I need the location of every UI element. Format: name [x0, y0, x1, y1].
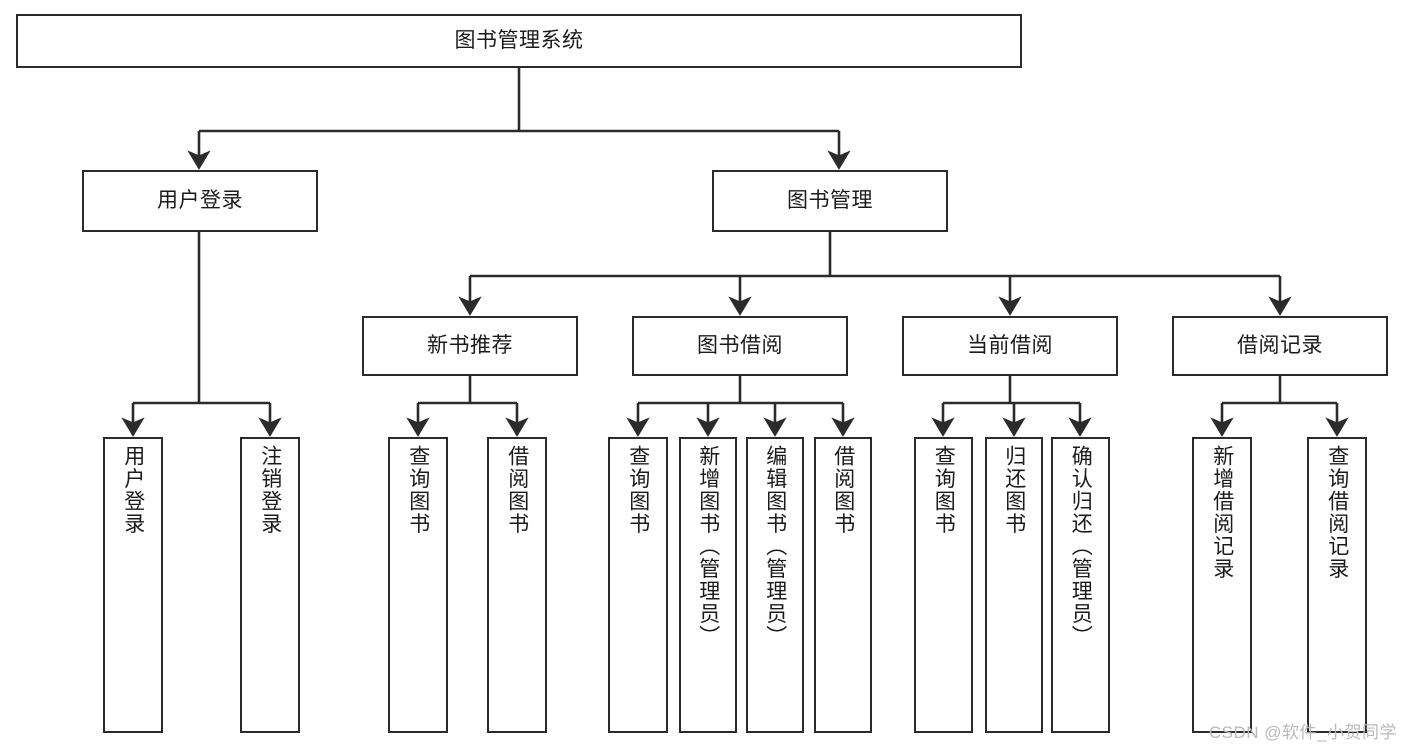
node-leaf-borrow-book-rec-label: 借阅图书 — [505, 445, 529, 535]
node-leaf-return-book-label: 归还图书 — [1002, 445, 1026, 535]
node-leaf-query-book-rec[interactable]: 查询图书 — [388, 437, 448, 733]
node-leaf-return-book[interactable]: 归还图书 — [985, 437, 1043, 733]
node-user-login-label: 用户登录 — [157, 188, 243, 212]
node-book-borrow-label: 图书借阅 — [697, 333, 783, 357]
node-leaf-query-record-label: 查询借阅记录 — [1325, 445, 1349, 580]
node-root[interactable]: 图书管理系统 — [16, 14, 1022, 68]
node-leaf-borrow-book-label: 借阅图书 — [831, 445, 855, 535]
node-leaf-add-record-label: 新增借阅记录 — [1210, 445, 1234, 580]
node-leaf-query-book-current[interactable]: 查询图书 — [914, 437, 973, 733]
node-leaf-edit-book[interactable]: 编辑图书（管理员） — [746, 437, 804, 733]
node-leaf-add-record[interactable]: 新增借阅记录 — [1192, 437, 1252, 733]
node-leaf-borrow-book[interactable]: 借阅图书 — [814, 437, 872, 733]
node-leaf-add-book-label: 新增图书（管理员） — [696, 445, 720, 648]
node-leaf-query-record[interactable]: 查询借阅记录 — [1307, 437, 1367, 733]
node-leaf-user-login-label: 用户登录 — [121, 445, 145, 535]
node-leaf-query-book-borrow-label: 查询图书 — [626, 445, 650, 535]
node-leaf-logout-login[interactable]: 注销登录 — [240, 437, 300, 733]
node-book-borrow[interactable]: 图书借阅 — [632, 316, 848, 376]
node-current-borrow-label: 当前借阅 — [967, 333, 1053, 357]
node-current-borrow[interactable]: 当前借阅 — [902, 316, 1118, 376]
node-book-manage[interactable]: 图书管理 — [712, 170, 948, 232]
node-borrow-record-label: 借阅记录 — [1237, 333, 1323, 357]
node-leaf-logout-login-label: 注销登录 — [258, 445, 282, 535]
node-leaf-confirm-return-label: 确认归还（管理员） — [1069, 445, 1093, 648]
node-leaf-borrow-book-rec[interactable]: 借阅图书 — [487, 437, 547, 733]
node-leaf-query-book-current-label: 查询图书 — [932, 445, 956, 535]
node-book-manage-label: 图书管理 — [787, 188, 873, 212]
node-leaf-user-login[interactable]: 用户登录 — [103, 437, 163, 733]
node-new-book-recommend[interactable]: 新书推荐 — [362, 316, 578, 376]
node-leaf-confirm-return[interactable]: 确认归还（管理员） — [1051, 437, 1110, 733]
node-leaf-query-book-rec-label: 查询图书 — [406, 445, 430, 535]
node-borrow-record[interactable]: 借阅记录 — [1172, 316, 1388, 376]
node-new-book-recommend-label: 新书推荐 — [427, 333, 513, 357]
node-leaf-add-book[interactable]: 新增图书（管理员） — [679, 437, 737, 733]
node-leaf-edit-book-label: 编辑图书（管理员） — [763, 445, 787, 648]
node-user-login[interactable]: 用户登录 — [82, 170, 318, 232]
node-root-label: 图书管理系统 — [454, 28, 584, 52]
watermark-text: CSDN @软件_小贺同学 — [1208, 723, 1397, 742]
node-leaf-query-book-borrow[interactable]: 查询图书 — [608, 437, 668, 733]
